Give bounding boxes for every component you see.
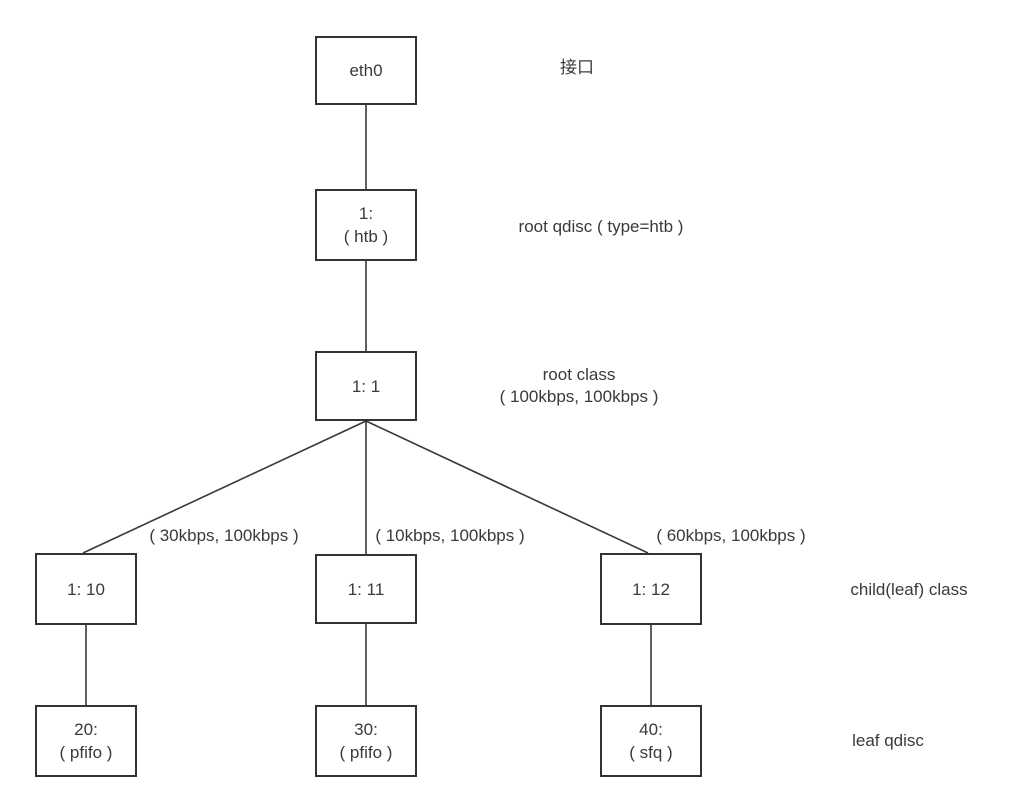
- annotation-child-class: child(leaf) class: [850, 580, 968, 599]
- annotation-root-class-line2: ( 100kbps, 100kbps ): [499, 387, 659, 406]
- node-class-1-10-id: 1: 10: [67, 579, 105, 599]
- annotation-root-qdisc: root qdisc ( type=htb ): [518, 217, 684, 236]
- node-root-qdisc-id: 1:: [358, 204, 374, 223]
- node-qdisc-20-id: 20:: [74, 720, 98, 739]
- annotation-root-class: root class ( 100kbps, 100kbps ): [500, 364, 659, 408]
- node-class-1-11: 1: 11: [315, 554, 417, 624]
- node-class-1-12-id: 1: 12: [632, 579, 670, 599]
- node-class-1-12: 1: 12: [600, 553, 702, 625]
- node-root-class: 1: 1: [315, 351, 417, 421]
- node-qdisc-40-id: 40:: [639, 720, 663, 739]
- annotation-root-class-line1: root class: [542, 365, 616, 384]
- edge-label-30kbps: ( 30kbps, 100kbps ): [149, 526, 299, 545]
- annotation-leaf-qdisc: leaf qdisc: [852, 731, 924, 750]
- node-class-1-11-id: 1: 11: [347, 579, 385, 599]
- edge-root-class-to-class12: [365, 420, 649, 554]
- node-eth0-label: eth0: [349, 61, 383, 80]
- node-qdisc-20-type: ( pfifo ): [59, 743, 113, 762]
- node-qdisc-40: 40: ( sfq ): [600, 705, 702, 777]
- node-qdisc-20: 20: ( pfifo ): [35, 705, 137, 777]
- node-qdisc-30: 30: ( pfifo ): [315, 705, 417, 777]
- node-class-1-10: 1: 10: [35, 553, 137, 625]
- node-qdisc-30-type: ( pfifo ): [339, 743, 393, 762]
- annotation-interface: 接口: [560, 58, 594, 77]
- edge-label-60kbps: ( 60kbps, 100kbps ): [656, 526, 806, 545]
- edge-root-class-to-class10: [82, 420, 367, 554]
- node-qdisc-30-id: 30:: [354, 720, 378, 739]
- node-eth0: eth0: [315, 36, 417, 105]
- edge-label-10kbps: ( 10kbps, 100kbps ): [375, 526, 525, 545]
- node-qdisc-40-type: ( sfq ): [629, 743, 673, 762]
- node-root-class-id: 1: 1: [351, 376, 381, 396]
- node-root-qdisc-type: ( htb ): [343, 227, 389, 246]
- node-root-qdisc: 1: ( htb ): [315, 189, 417, 261]
